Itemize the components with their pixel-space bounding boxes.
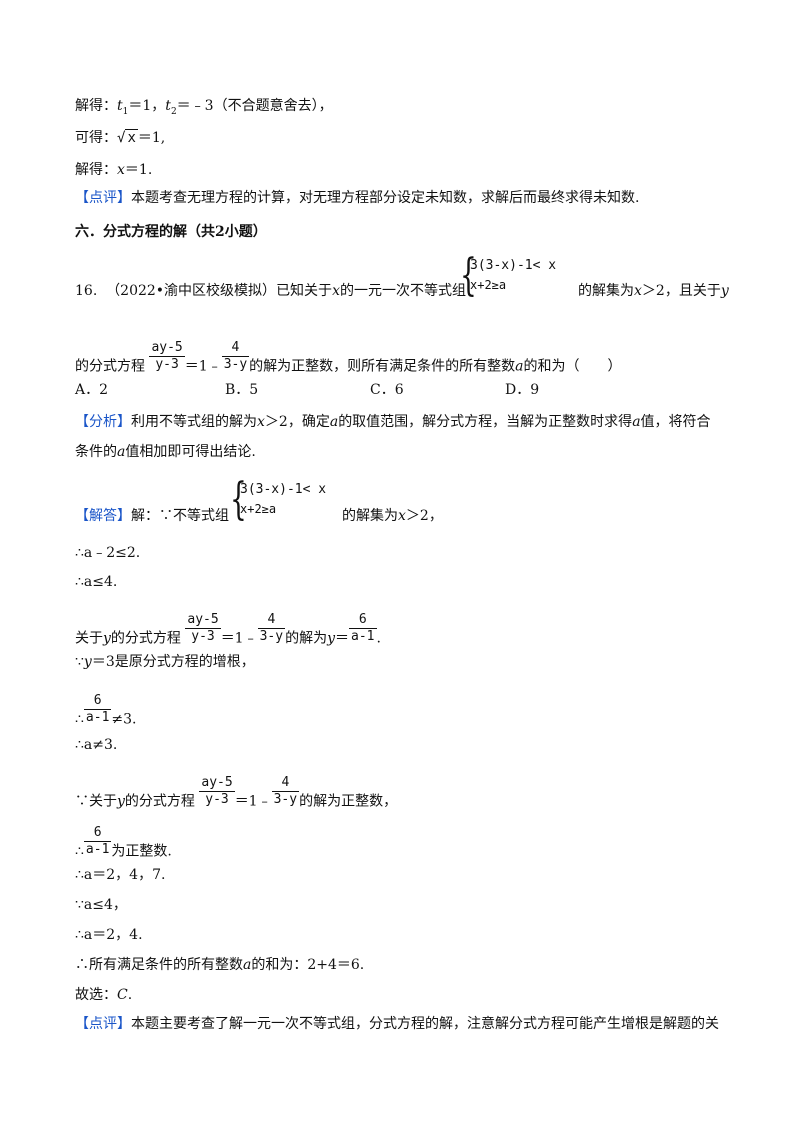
solution-line7: ∴a≠3. [75, 737, 118, 753]
solution-line12: ∴a＝2，4. [75, 927, 143, 943]
brace-icon: { [230, 474, 247, 525]
solution-line-x: 解得：x＝1. [75, 162, 153, 178]
option-d: D．9 [505, 382, 540, 398]
solution-line13: ∴所有满足条件的所有整数a的和为：2+4＝6. [75, 957, 365, 973]
analysis-line2: 条件的a值相加即可得出结论. [75, 444, 256, 460]
solution-line11: ∵a≤4， [75, 897, 127, 913]
solution-tag: 【解答】 [75, 508, 131, 524]
comment-tag: 【点评】 [75, 1016, 131, 1032]
option-b: B．5 [225, 382, 259, 398]
solution-line14: 故选：C. [75, 987, 133, 1003]
solution-line-sqrt: 可得：√x＝1, [75, 129, 166, 146]
comment-line: 【点评】本题考查无理方程的计算，对无理方程部分设定未知数，求解后而最终求得未知数… [75, 190, 640, 206]
analysis-line1: 【分析】利用不等式组的解为x＞2，确定a的取值范围，解分式方程，当解为正整数时求… [75, 414, 711, 430]
solution-line2: ∴a﹣2≤2. [75, 545, 141, 561]
solution-line10: ∴a＝2，4，7. [75, 867, 166, 883]
analysis-tag: 【分析】 [75, 414, 131, 430]
final-comment-line: 【点评】本题主要考查了解一元一次不等式组，分式方程的解，注意解分式方程可能产生增… [75, 1016, 719, 1032]
solution-line1: 【解答】解：∵不等式组 [75, 508, 229, 524]
solution-line3: ∴a≤4. [75, 574, 118, 590]
option-c: C．6 [370, 382, 404, 398]
solution-line-t: 解得：t1＝1，t2＝﹣3（不合题意舍去）， [75, 98, 333, 117]
section-title: 六．分式方程的解（共2小题） [75, 224, 267, 240]
brace-icon: { [460, 250, 477, 301]
sqrt-expression: √x [117, 129, 138, 146]
solution-line5: ∵y＝3是原分式方程的增根， [75, 654, 255, 670]
comment-tag: 【点评】 [75, 190, 131, 206]
question-16-line1: 16. （2022•渝中区校级模拟）已知关于x的一元一次不等式组 [75, 283, 466, 299]
solution-line1-end: 的解集为x＞2， [342, 508, 443, 524]
answer-options: A．2 B．5 C．6 D．9 [75, 380, 675, 400]
option-a: A．2 [75, 382, 109, 398]
question-16-line1-end: 的解集为x＞2，且关于y [578, 283, 729, 299]
